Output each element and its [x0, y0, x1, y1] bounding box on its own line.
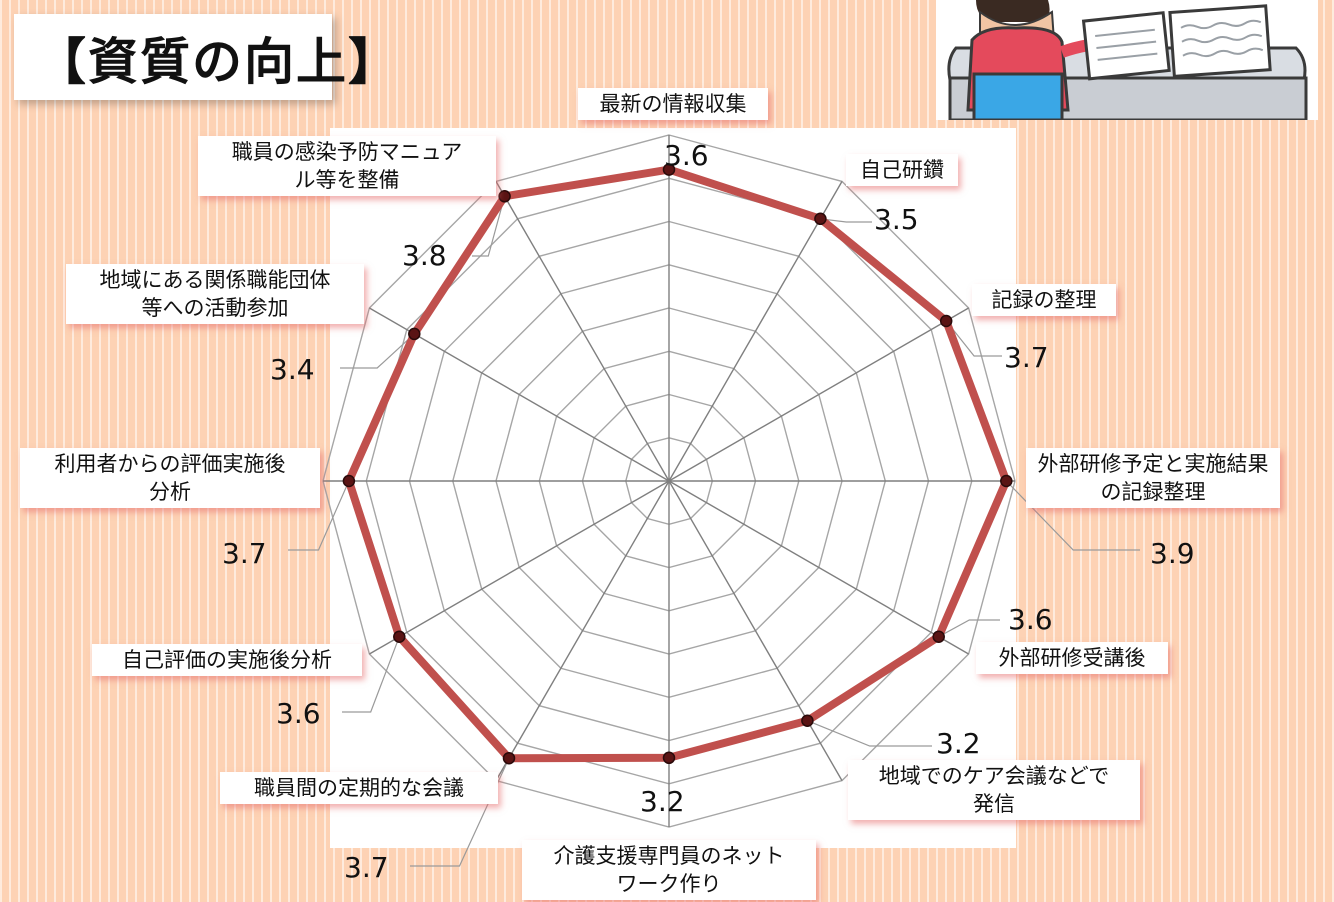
leader-line-4 [938, 619, 1000, 638]
data-point-5 [801, 714, 814, 727]
value-label-10: 3.4 [270, 353, 315, 386]
axis-spoke-7 [495, 480, 670, 781]
value-label-3: 3.9 [1150, 537, 1195, 570]
category-label-9: 利用者からの評価実施後分析 [20, 448, 320, 508]
value-label-1: 3.5 [874, 203, 919, 236]
axis-spoke-8 [369, 480, 670, 655]
value-label-8: 3.6 [276, 697, 321, 730]
data-point-8 [393, 630, 406, 643]
value-label-9: 3.7 [222, 537, 267, 570]
category-label-4: 外部研修受講後 [976, 642, 1168, 674]
category-label-3: 外部研修予定と実施結果の記録整理 [1026, 448, 1280, 508]
value-label-6: 3.2 [640, 785, 685, 818]
data-point-11 [498, 190, 511, 203]
leader-line-2 [945, 320, 1002, 357]
value-label-4: 3.6 [1008, 603, 1053, 636]
category-label-7: 職員間の定期的な会議 [220, 772, 498, 804]
leader-line-9 [288, 480, 350, 551]
category-label-11: 職員の感染予防マニュアル等を整備 [198, 136, 496, 196]
data-point-6 [662, 751, 676, 765]
axis-spoke-4 [668, 480, 969, 655]
category-label-2: 記録の整理 [972, 284, 1116, 316]
category-label-5: 地域でのケア会議などで発信 [848, 760, 1140, 820]
data-point-0 [662, 163, 676, 176]
category-label-1: 自己研鑽 [846, 154, 958, 186]
illustration-person-at-desk-icon [936, 0, 1318, 120]
data-point-2 [939, 314, 953, 328]
value-label-2: 3.7 [1004, 341, 1049, 374]
data-point-3 [1000, 474, 1013, 488]
title-box: 【資質の向上】 [14, 14, 398, 100]
value-label-11: 3.8 [402, 239, 447, 272]
leader-line-8 [342, 636, 400, 713]
data-point-10 [408, 327, 421, 341]
leader-lines [288, 196, 1140, 867]
leader-line-1 [820, 218, 872, 223]
data-point-9 [342, 474, 356, 488]
leader-line-10 [340, 333, 415, 369]
leader-line-5 [807, 720, 932, 747]
data-point-4 [932, 630, 945, 643]
category-label-6: 介護支援専門員のネットワーク作り [522, 840, 816, 900]
leader-line-11 [472, 196, 506, 257]
category-label-8: 自己評価の実施後分析 [92, 644, 362, 676]
data-point-7 [502, 751, 516, 765]
category-label-0: 最新の情報収集 [578, 88, 768, 120]
value-label-7: 3.7 [344, 851, 389, 884]
category-label-10: 地域にある関係職能団体等への活動参加 [66, 264, 364, 324]
chart-title: 【資質の向上】 [36, 33, 400, 91]
axis-spoke-5 [668, 480, 843, 781]
axis-spoke-11 [495, 181, 670, 482]
axis-spoke-2 [668, 307, 969, 482]
series-line [344, 165, 1011, 763]
axis-spoke-1 [668, 181, 843, 482]
value-label-5: 3.2 [936, 727, 981, 760]
data-point-1 [814, 212, 827, 226]
series-layer [342, 163, 1013, 765]
value-label-0: 3.6 [664, 139, 709, 172]
